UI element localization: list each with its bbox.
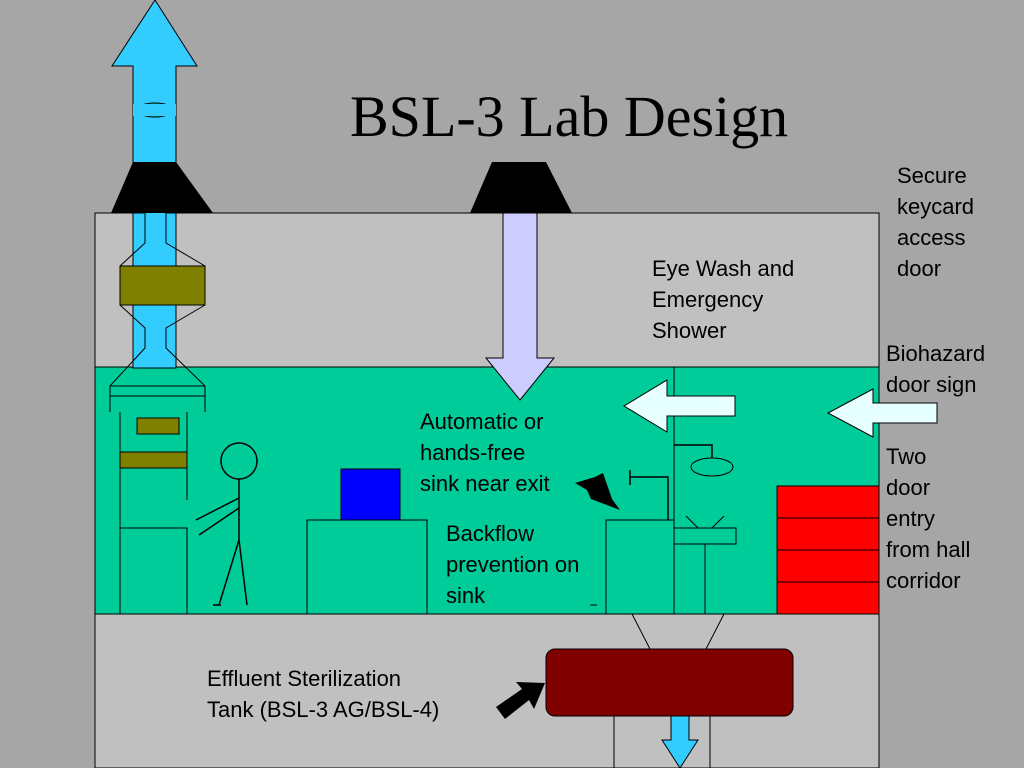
hepa-filter bbox=[119, 265, 206, 306]
backflow-label: Backflow prevention on sink bbox=[446, 521, 580, 608]
blue-equipment bbox=[340, 468, 401, 521]
bsc-base bbox=[119, 527, 188, 615]
supply-duct-cap bbox=[470, 162, 572, 213]
shower-pipe bbox=[674, 444, 713, 458]
upper-floor bbox=[94, 212, 880, 369]
bsc-upper-filter bbox=[136, 417, 180, 435]
shower-head bbox=[690, 457, 734, 477]
secure-door-label: Secure keycard access door bbox=[897, 163, 975, 281]
exhaust-duct-transition bbox=[109, 212, 206, 387]
bsc-top bbox=[109, 385, 206, 397]
eye-wash-basin bbox=[673, 515, 737, 614]
outer-door-arrow bbox=[826, 388, 938, 438]
drain-arrow bbox=[661, 715, 699, 768]
sink-faucet bbox=[629, 470, 669, 520]
lab-room bbox=[94, 366, 880, 615]
eye-wash-label: Eye Wash and Emergency Shower bbox=[652, 256, 795, 343]
inner-door-arrow bbox=[623, 379, 736, 433]
exhaust-hood-cap bbox=[111, 162, 213, 213]
lab-worker-figure bbox=[195, 442, 258, 606]
supply-air-arrow bbox=[484, 212, 556, 401]
slide-title: BSL-3 Lab Design bbox=[350, 84, 789, 149]
sink-pointer-arrow bbox=[575, 473, 620, 510]
exhaust-arrow-band bbox=[133, 104, 176, 116]
bsc-work-filter bbox=[119, 451, 188, 469]
effluent-tank bbox=[545, 648, 794, 717]
biohazard-sign-label: Biohazard door sign bbox=[886, 341, 986, 397]
effluent-tank-label: Effluent Sterilization Tank (BSL-3 AG/BS… bbox=[207, 666, 440, 722]
two-door-entry-label: Two door entry from hall corridor bbox=[886, 444, 971, 593]
drain-funnel bbox=[631, 613, 725, 650]
tank-pointer-arrow bbox=[496, 682, 545, 719]
sink-label: Automatic or hands-free sink near exit bbox=[420, 409, 550, 496]
